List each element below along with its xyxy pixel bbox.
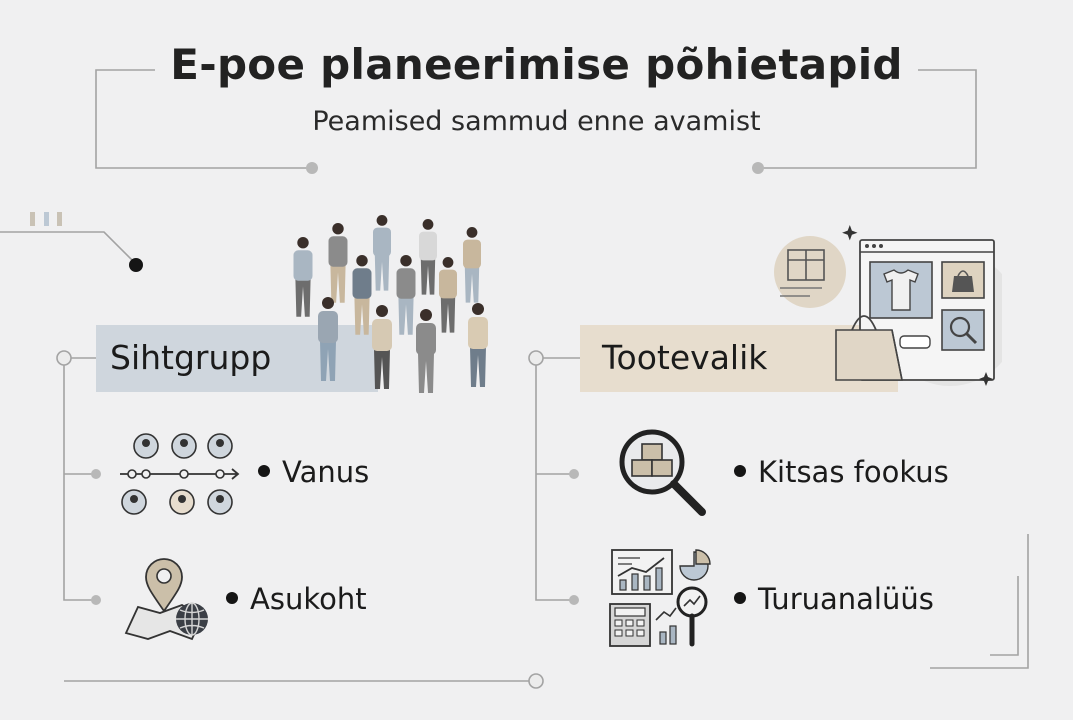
list-item-age: Vanus [258, 455, 369, 489]
person-figure [468, 303, 488, 387]
person-figure [328, 223, 348, 303]
list-item-age-label: Vanus [282, 455, 370, 489]
product-search-icon [619, 429, 706, 516]
person-figure [416, 309, 436, 393]
person-figure [463, 227, 481, 303]
list-item-market-analysis: Turuanalüüs [734, 582, 934, 616]
person-figure [352, 255, 372, 335]
list-item-narrow-focus: Kitsas fookus [734, 455, 949, 489]
person-figure [373, 215, 391, 291]
person-figure [318, 297, 338, 381]
person-figure [293, 237, 313, 317]
left-heading: Sihtgrupp [110, 338, 272, 377]
people-crowd-icon [293, 215, 488, 393]
age-timeline-icon [120, 433, 240, 515]
list-item-location-label: Asukoht [250, 582, 367, 616]
right-heading: Tootevalik [602, 338, 768, 377]
person-figure [419, 219, 437, 295]
page-title: E-poe planeerimise põhietapid [170, 40, 903, 89]
person-figure [372, 305, 392, 389]
page-subtitle: Peamised sammud enne avamist [312, 106, 761, 137]
market-analysis-icon [609, 549, 711, 647]
list-item-location: Asukoht [226, 582, 367, 616]
person-figure [396, 255, 416, 335]
location-map-icon [124, 558, 208, 641]
list-item-market-analysis-label: Turuanalüüs [758, 582, 934, 616]
list-item-narrow-focus-label: Kitsas fookus [758, 455, 949, 489]
online-shop-icon [774, 225, 1002, 386]
person-figure [439, 257, 457, 333]
